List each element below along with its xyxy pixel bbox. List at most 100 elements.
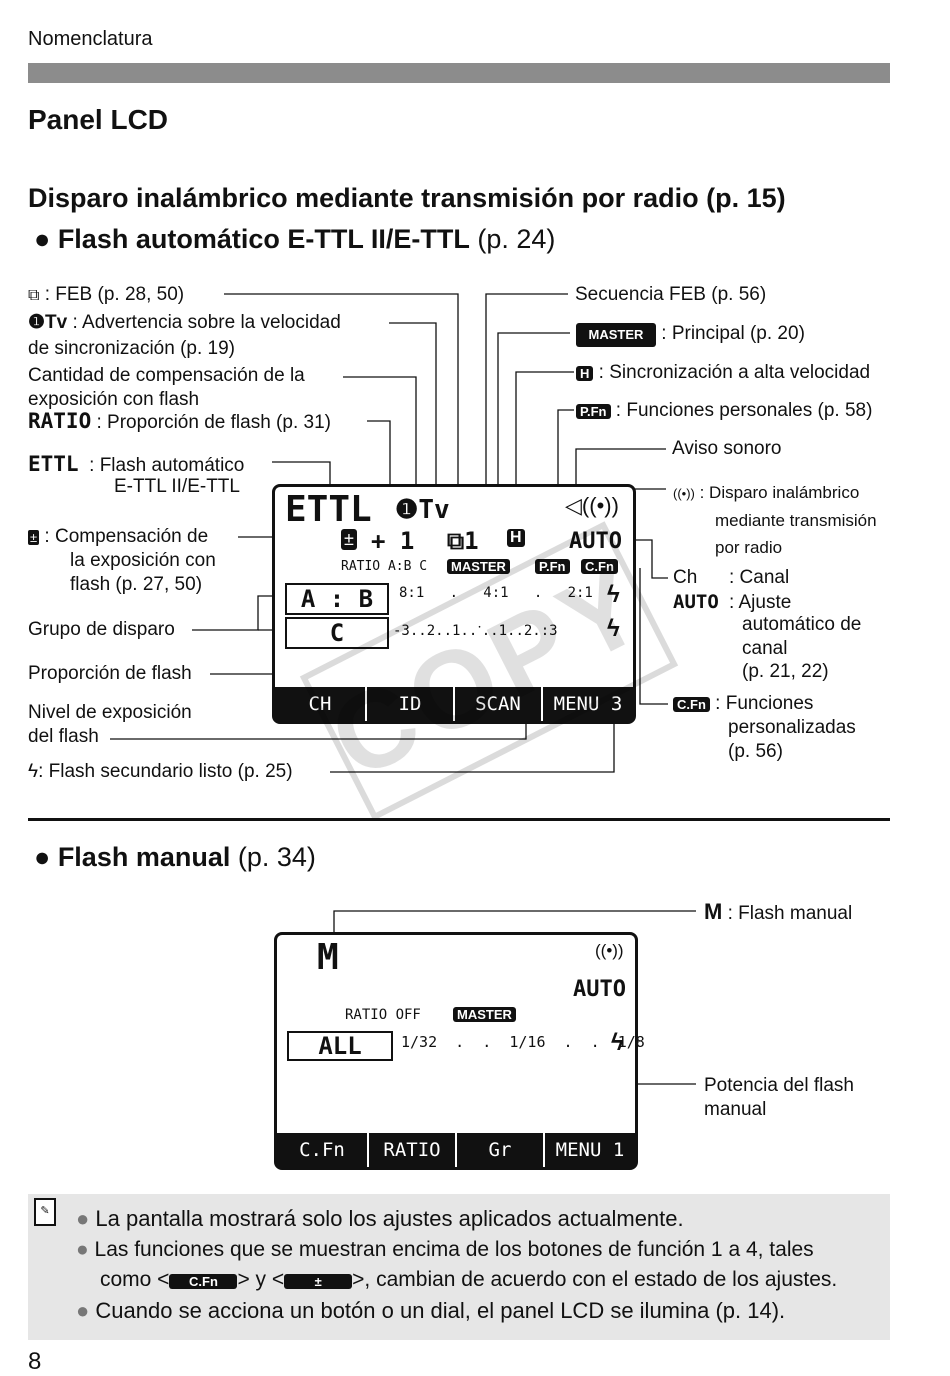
lcd-auto: AUTO — [569, 529, 622, 554]
bullet-ettl: ● Flash automático E-TTL II/E-TTL (p. 24… — [34, 224, 556, 254]
lcd2-ratio-off: RATIO OFF — [345, 1007, 421, 1023]
label-auto: AUTO: Ajuste — [673, 591, 792, 613]
label-comp-2: exposición con flash — [28, 389, 200, 410]
lcd-panel-ettl: ETTL ❶Tv ◁((•)) ± + 1 ⧉1 H AUTO RATIO A:… — [272, 484, 636, 724]
leader-group — [192, 595, 282, 631]
leader-beep — [575, 448, 666, 492]
label-tv-2: de sincronización (p. 19) — [28, 338, 235, 359]
note-3: ● Cuando se acciona un botón o un dial, … — [76, 1298, 786, 1323]
lcd2-fn-button-2: RATIO — [369, 1133, 457, 1167]
lcd2-scale: 1/32 . . 1/16 . . 1/8 — [401, 1033, 645, 1051]
leader-feb-seq — [485, 293, 568, 530]
label-tv: ❶Tv : Advertencia sobre la velocidad — [28, 312, 341, 333]
lcd2-fn-button-1: C.Fn — [277, 1133, 369, 1167]
wireless-icon: ((•)) — [673, 486, 695, 501]
leader-manual — [333, 910, 696, 940]
label-cfn-2: personalizadas — [728, 717, 856, 738]
lcd2-master: MASTER — [453, 1007, 516, 1022]
label-hs: H : Sincronización a alta velocidad — [576, 361, 870, 386]
lcd-fn-button-2: ID — [367, 687, 455, 721]
label-level-2: del flash — [28, 726, 99, 747]
label-wireless: ((•)) : Disparo inalámbrico mediante tra… — [673, 483, 877, 557]
lcd-ready-icon-a: ϟ — [607, 581, 620, 608]
leader-tv — [389, 322, 437, 510]
note-icon: ✎ — [34, 1198, 56, 1226]
warning-icon: ❶ — [28, 312, 46, 333]
page-title: Panel LCD — [28, 104, 169, 135]
feb-icon: ⧉ — [28, 287, 40, 304]
label-fec-2: la exposición con — [70, 550, 216, 571]
label-pfn: P.Fn : Funciones personales (p. 58) — [576, 399, 872, 424]
leader-feb — [224, 293, 459, 510]
leader-ettl — [272, 461, 331, 490]
label-power-2: manual — [704, 1099, 767, 1120]
page-number: 8 — [28, 1348, 42, 1375]
lcd2-fn-button-4: MENU 1 — [545, 1133, 635, 1167]
flash-ready-icon: ϟ — [28, 761, 39, 782]
lcd2-wireless-icon: ((•)) — [595, 941, 624, 960]
notes-box: ✎ ● La pantalla mostrará solo los ajuste… — [28, 1194, 890, 1340]
label-master: MASTER : Principal (p. 20) — [576, 322, 805, 347]
lcd-master: MASTER — [447, 559, 510, 574]
label-ettl: ETTL : Flash automático — [28, 452, 245, 476]
label-slave: ϟ: Flash secundario listo (p. 25) — [28, 761, 293, 782]
label-cfn-3: (p. 56) — [728, 741, 783, 762]
bullet-dot: ● — [34, 224, 58, 254]
leader-cfn — [639, 568, 668, 705]
lcd-mode: ETTL — [285, 489, 372, 530]
lcd2-auto: AUTO — [573, 977, 626, 1002]
lcd-exp-scale: -3..2..1..ॱ..1..2.:3 — [393, 623, 558, 639]
label-ratio-prop: Proporción de flash — [28, 663, 192, 684]
leader-master — [497, 332, 570, 555]
label-ettl-2: E-TTL II/E-TTL — [114, 476, 240, 497]
bullet-dot: ● — [34, 842, 58, 872]
label-auto-4: (p. 21, 22) — [742, 661, 829, 682]
high-speed-icon: H — [576, 366, 594, 381]
label-group: Grupo de disparo — [28, 619, 175, 640]
lcd-ready-icon-c: ϟ — [607, 615, 620, 642]
lcd-fn-button-3: SCAN — [455, 687, 543, 721]
note-1: ● La pantalla mostrará solo los ajustes … — [76, 1206, 684, 1231]
fec-icon: ± — [28, 530, 40, 545]
section-subtitle: Disparo inalámbrico mediante transmisión… — [28, 183, 786, 213]
bullet-manual: ● Flash manual (p. 34) — [34, 842, 316, 872]
label-manual: M : Flash manual — [704, 899, 853, 925]
label-auto-2: automático de — [742, 614, 862, 635]
note-2b: como <C.Fn> y <±>, cambian de acuerdo co… — [100, 1268, 838, 1291]
label-ratio: RATIO : Proporción de flash (p. 31) — [28, 409, 331, 433]
lcd-fn-button-1: CH — [275, 687, 367, 721]
lcd2-mode: M — [317, 937, 339, 978]
lcd-pfn: P.Fn — [535, 559, 570, 574]
label-feb-seq: Secuencia FEB (p. 56) — [575, 284, 767, 305]
label-level-1: Nivel de exposición — [28, 702, 192, 723]
fec-button-icon: ± — [284, 1274, 353, 1289]
lcd2-fn-button-3: Gr — [457, 1133, 545, 1167]
label-fec-3: flash (p. 27, 50) — [70, 574, 203, 595]
section-divider — [28, 818, 890, 821]
label-cfn: C.Fn : Funciones — [673, 692, 813, 717]
section-header: Nomenclatura — [28, 28, 153, 50]
lcd-fec-icon: ± — [341, 529, 357, 550]
label-auto-3: canal — [742, 638, 788, 659]
lcd-feb-value: ⧉1 — [447, 527, 479, 555]
leader-hs — [515, 371, 574, 525]
leader-ch — [626, 539, 668, 579]
lcd-ratio-label: RATIO A:B C — [341, 559, 428, 574]
lcd-fn-button-4: MENU 3 — [543, 687, 633, 721]
lcd-panel-manual: M ((•)) AUTO RATIO OFF MASTER ALL 1/32 .… — [274, 932, 645, 1170]
header-bar — [28, 63, 890, 83]
lcd2-group-all: ALL — [287, 1031, 393, 1061]
lcd-tv: ❶Tv — [395, 495, 450, 525]
label-ch: Ch: Canal — [673, 567, 790, 588]
label-power-1: Potencia del flash — [704, 1075, 854, 1096]
label-comp-1: Cantidad de compensación de la — [28, 365, 305, 386]
label-fec: ± : Compensación de — [28, 526, 209, 547]
note-2: ● Las funciones que se muestran encima d… — [76, 1238, 814, 1261]
lcd-ratio-scale: 8:1 . 4:1 . 2:1 — [399, 585, 593, 601]
lcd-hs-icon: H — [507, 529, 525, 547]
lcd2-ready-icon: ϟ — [611, 1029, 624, 1056]
label-feb: ⧉ : FEB (p. 28, 50) — [28, 284, 185, 305]
lcd-fec-value: + 1 — [371, 527, 415, 555]
lcd-wireless-icon: ◁((•)) — [565, 493, 619, 518]
lcd-group-c: C — [285, 617, 389, 649]
